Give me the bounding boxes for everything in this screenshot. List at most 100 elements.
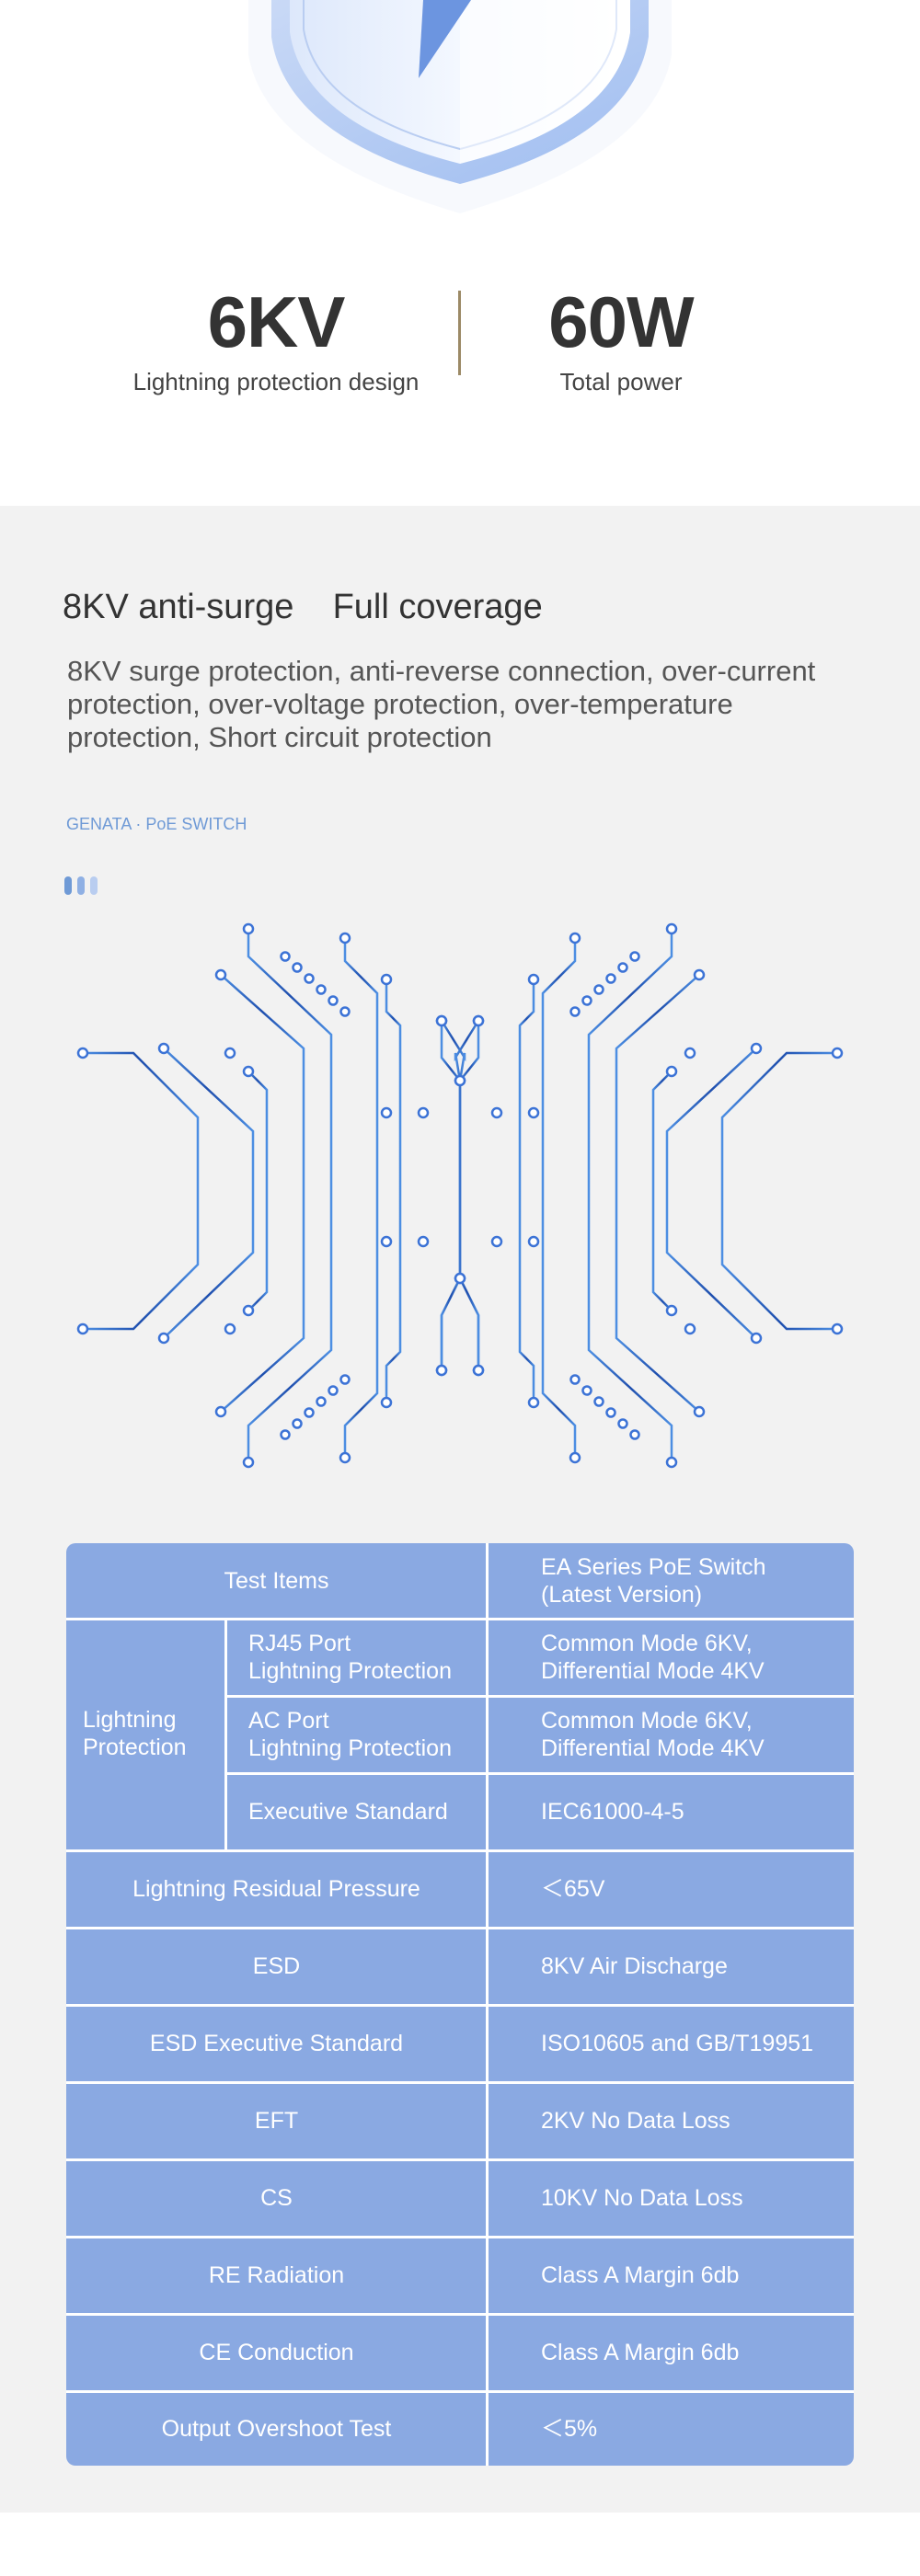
circuit-node (380, 1396, 393, 1409)
circuit-node (214, 1405, 227, 1418)
table-row-value: ＜65V (541, 1876, 605, 1902)
circuit-node (629, 951, 640, 962)
circuit-node (472, 1014, 485, 1027)
circuit-node (76, 1047, 89, 1059)
circuit-nodes (76, 922, 844, 1469)
circuit-node (214, 968, 227, 981)
circuit-node (684, 1322, 696, 1335)
circuit-node (569, 1006, 581, 1017)
circuit-node (665, 1304, 678, 1317)
stat-label: Lightning protection design (132, 368, 420, 395)
circuit-node (242, 1456, 255, 1469)
circuit-node (831, 1047, 844, 1059)
lightning-group-label: Lightning Protection (83, 1707, 187, 1760)
circuit-node (617, 962, 628, 973)
brand-label: GENATA · PoE SWITCH (66, 815, 247, 833)
circuit-node (242, 1304, 255, 1317)
table-row-item: RJ45 Port Lightning Protection (248, 1631, 452, 1684)
circuit-node (665, 1456, 678, 1469)
circuit-node (292, 1418, 303, 1429)
table-row-value: 10KV No Data Loss (541, 2185, 743, 2211)
circuit-node (593, 1396, 604, 1407)
circuit-node (157, 1332, 170, 1345)
table-row-value: Class A Margin 6db (541, 2262, 740, 2288)
circuit-node (605, 1407, 616, 1418)
circuit-node (684, 1047, 696, 1059)
circuit-node (417, 1235, 430, 1248)
section-heading: 8KV anti-surge Full coverage (63, 588, 543, 626)
circuit-node (665, 922, 678, 935)
table-row-item: CS (260, 2185, 293, 2211)
table-divider (224, 1695, 854, 1698)
circuit-board-icon (76, 922, 844, 1469)
circuit-node (304, 1407, 315, 1418)
table-row-value: Class A Margin 6db (541, 2340, 740, 2365)
circuit-node (280, 1429, 291, 1440)
table-row-value: 8KV Air Discharge (541, 1953, 728, 1979)
circuit-node (316, 1396, 327, 1407)
circuit-node (569, 1451, 581, 1464)
circuit-node (328, 995, 339, 1006)
circuit-node (417, 1106, 430, 1119)
dot-indicator (77, 876, 85, 895)
circuit-node (581, 995, 592, 1006)
table-divider (66, 1849, 854, 1852)
shield-icon (248, 0, 672, 213)
circuit-node (316, 984, 327, 995)
table-row-item: Executive Standard (248, 1799, 448, 1825)
circuit-node (76, 1322, 89, 1335)
circuit-node (831, 1322, 844, 1335)
circuit-node (339, 1374, 351, 1385)
circuit-node (242, 1065, 255, 1078)
table-row-item: AC Port Lightning Protection (248, 1708, 452, 1761)
table-divider (66, 2313, 854, 2316)
circuit-left-half (83, 929, 480, 1462)
table-row-item: RE Radiation (208, 2262, 345, 2288)
table-row-value: 2KV No Data Loss (541, 2108, 730, 2134)
circuit-node (693, 1405, 706, 1418)
circuit-node (750, 1332, 763, 1345)
circuit-node (242, 922, 255, 935)
table-row-item: ESD (252, 1953, 301, 1979)
table-header-item: Test Items (224, 1568, 329, 1594)
table-divider (66, 1618, 854, 1620)
section-description: 8KV surge protection, anti-reverse conne… (67, 655, 816, 753)
circuit-node (157, 1042, 170, 1055)
circuit-node (490, 1235, 503, 1248)
table-row-value: Common Mode 6KV, Differential Mode 4KV (541, 1631, 765, 1684)
table-divider (66, 1927, 854, 1929)
circuit-node (629, 1429, 640, 1440)
circuit-node (292, 962, 303, 973)
circuit-node (380, 1235, 393, 1248)
table-divider (66, 2236, 854, 2238)
table-row-item: EFT (254, 2108, 299, 2134)
circuit-node (527, 1235, 540, 1248)
table-divider (66, 2390, 854, 2393)
circuit-node (454, 1272, 466, 1285)
table-row-value: IEC61000-4-5 (541, 1799, 684, 1825)
circuit-node (569, 932, 581, 945)
circuit-right-half (440, 929, 837, 1462)
table-divider (66, 2081, 854, 2084)
circuit-node (380, 973, 393, 986)
circuit-node (280, 951, 291, 962)
circuit-node (527, 1106, 540, 1119)
circuit-node (435, 1014, 448, 1027)
table-row-value: ISO10605 and GB/T19951 (541, 2031, 814, 2056)
table-divider (66, 2158, 854, 2161)
table-row-value: Common Mode 6KV, Differential Mode 4KV (541, 1708, 765, 1761)
stat-power: 60W Total power (437, 276, 805, 395)
stat-lightning: 6KV Lightning protection design (92, 276, 460, 395)
stat-value: 60W (548, 281, 694, 362)
circuit-node (665, 1065, 678, 1078)
circuit-node (581, 1385, 592, 1396)
pagination-dots (64, 876, 101, 895)
circuit-node (224, 1047, 236, 1059)
page-footer-space (0, 2513, 920, 2576)
stat-label: Total power (559, 368, 683, 395)
circuit-node (304, 973, 315, 984)
circuit-node (224, 1322, 236, 1335)
circuit-node (750, 1042, 763, 1055)
table-divider (66, 2004, 854, 2007)
stats-divider (458, 291, 461, 375)
